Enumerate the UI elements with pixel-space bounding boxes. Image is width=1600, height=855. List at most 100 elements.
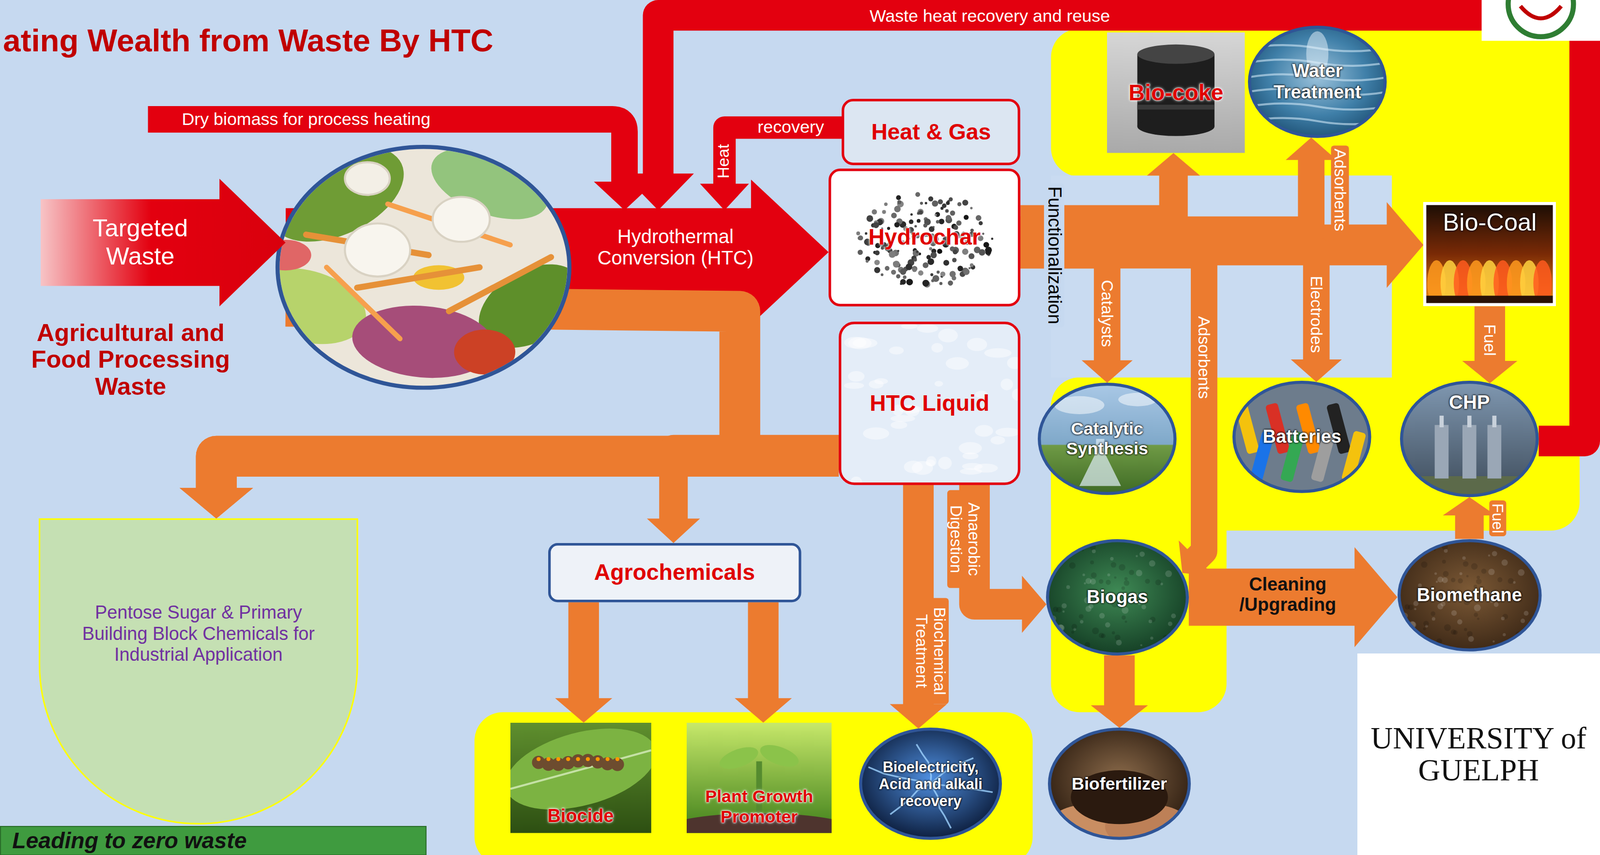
node-picture [1395,538,1545,652]
texture-dot [1430,611,1436,616]
arrow-shape [40,178,286,307]
coke-ring [1137,105,1215,110]
texture-dot [1178,550,1185,556]
circle-shape [1234,382,1370,492]
texture-dot [1420,560,1428,568]
arrow-label: Heat [714,140,733,182]
arrow-head [1021,575,1047,633]
flow-line [1455,514,1484,539]
char-granule [897,200,902,204]
texture-dot [1520,618,1525,623]
product-picture: Bio-Coal [1423,201,1556,307]
texture-dot [1487,553,1490,556]
texture-dot [1507,577,1514,584]
corner-logo-mark [1520,6,1562,19]
node-picture [1400,415,1539,497]
texture-dot [1523,610,1529,616]
char-granule [945,208,949,213]
flow-arrow [622,15,1585,442]
texture-dot [1062,610,1065,613]
edge-label: Adsorbents [1330,145,1349,234]
node-picture [1044,538,1192,656]
texture-dot [1509,540,1513,544]
box-shape [549,544,800,601]
caterpillar-spot [585,756,590,761]
node-label: CHP [1408,390,1531,414]
texture-dot [1502,632,1506,636]
char-granule [982,232,985,235]
edge-label: Anaerobic Digestion [947,489,984,588]
carrot-strip [326,267,400,339]
texture-dot [1070,542,1077,549]
texture-dot [1174,640,1181,647]
char-granule [918,210,924,215]
char-granule [884,202,888,206]
liquid-texture [938,328,958,342]
char-granule [866,215,874,222]
arrow-head [734,697,792,723]
liquid-texture [862,427,890,440]
char-granule [935,211,940,217]
arrow-head [1386,201,1424,288]
char-granule [895,274,901,279]
char-granule [963,268,970,275]
flow-arrow [1462,306,1518,384]
char-granule [902,275,907,279]
liquid-texture [890,420,908,429]
circle-shape [1399,540,1540,650]
char-granule [915,250,919,253]
product-circle: Batteries [1232,380,1372,493]
texture-dot [1533,539,1538,544]
dry-biomass-arrowhead [593,181,655,211]
char-granule [934,213,938,216]
plant-chimney [1439,415,1445,428]
box-shape [0,826,427,855]
leaf-rib [510,750,652,789]
node-label: Biocide [511,805,650,827]
char-granule [975,215,982,221]
char-granule [874,249,880,255]
char-granule [928,196,934,201]
arrow-head [1285,137,1337,160]
flow-arrow [1188,546,1398,647]
texture-dot [1109,556,1114,560]
arrow-head [179,487,254,519]
box-shape [843,100,1019,165]
char-granule [945,214,952,220]
shield-shape [39,519,358,824]
flow-arrow [734,601,792,723]
circle-shape [1401,382,1538,496]
edge-label: Catalysts [1098,276,1117,350]
product-shield: Pentose Sugar & Primary Building Block C… [38,518,359,825]
flow-arrow [1091,655,1149,728]
texture-dot [1105,621,1111,628]
liquid-texture [925,459,936,466]
char-granule [943,259,950,266]
edge-label: Electrodes [1307,272,1326,356]
texture-dot [1442,570,1449,577]
texture-dot [1082,573,1085,576]
water-wave [1247,103,1387,110]
arrow-head [179,487,254,519]
node-outline [38,518,359,825]
char-granule [950,210,956,216]
texture-dot [1405,646,1411,652]
texture-dot [1069,538,1073,541]
texture-dot [1105,579,1111,585]
arrow-head [1291,359,1342,382]
texture-dot [1420,638,1425,643]
product-picture: Plant Growth Promoter [686,722,832,833]
liquid-texture [890,415,916,422]
caterpillar-spot [595,756,600,761]
product-box: Hydrochar [828,168,1021,307]
char-granule [895,195,901,200]
box-shape [549,544,800,601]
texture-dot [1422,627,1426,631]
liquid-texture [945,356,970,370]
texture-dot [1457,577,1463,584]
node-label: Pentose Sugar & Primary Building Block C… [78,601,319,666]
texture-dot [1459,571,1462,575]
texture-dot [1414,607,1417,610]
char-granule [891,269,896,275]
